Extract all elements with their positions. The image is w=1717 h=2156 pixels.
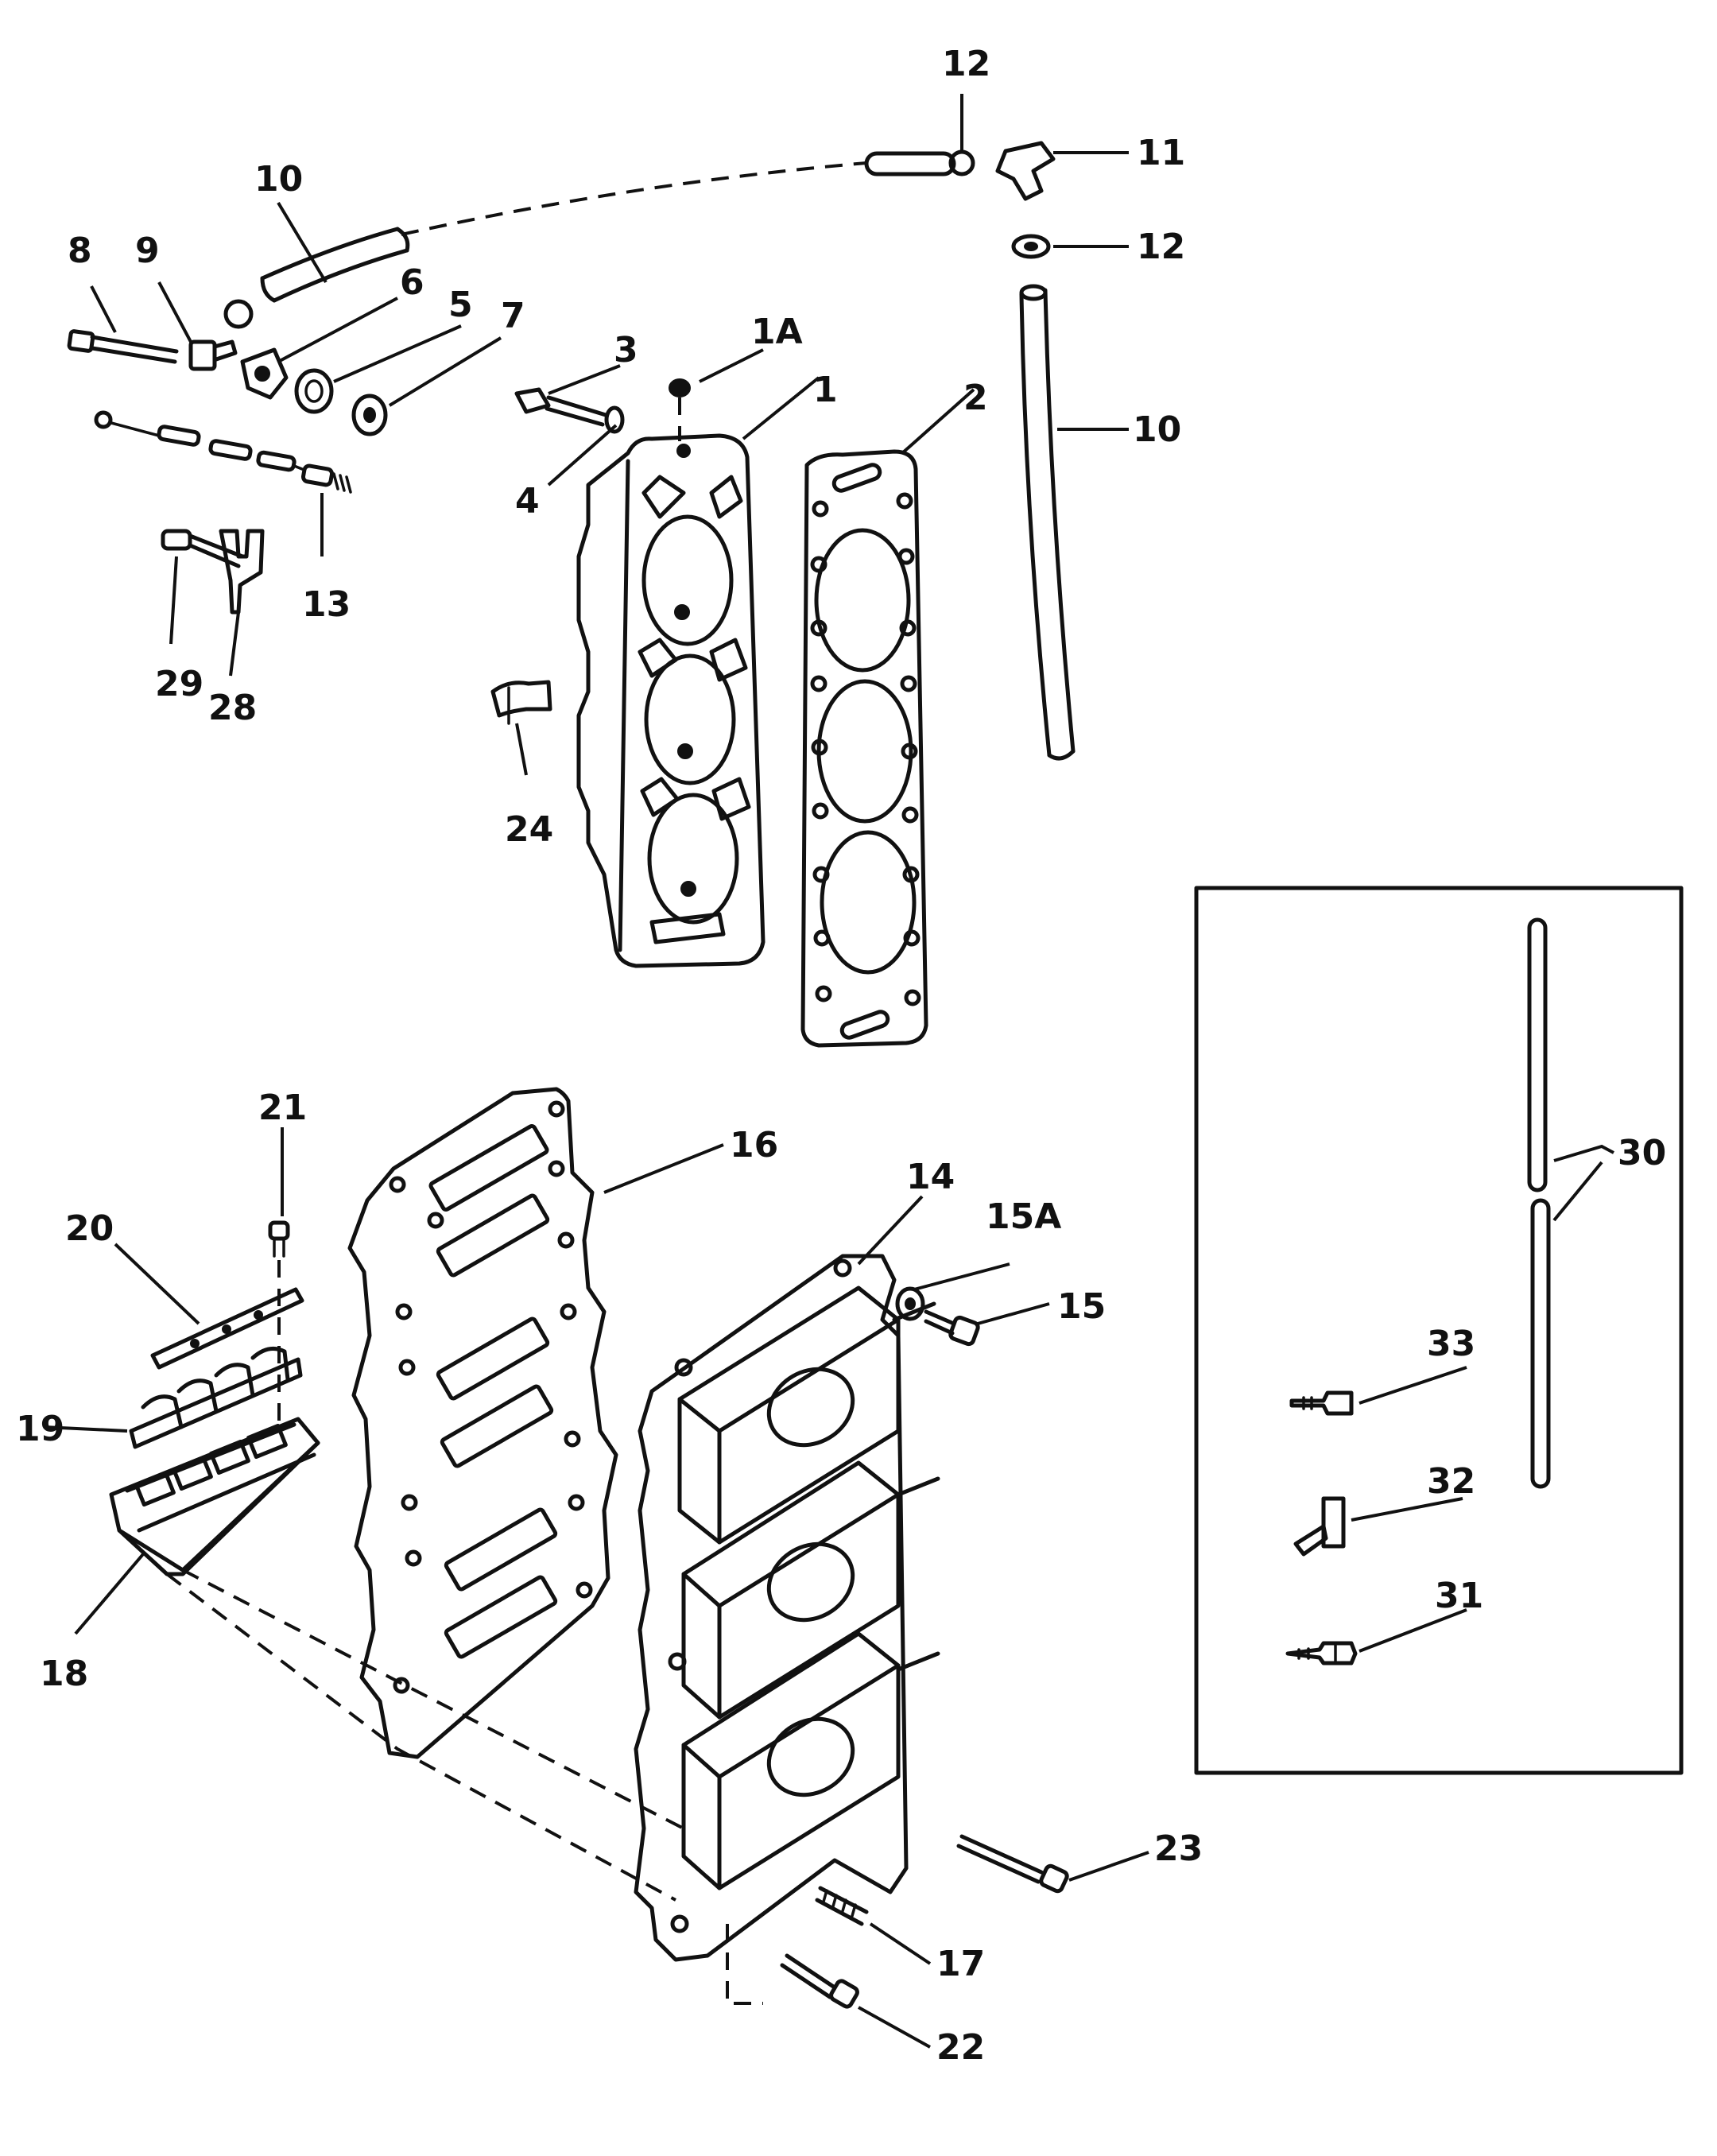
fitting-33-part (1289, 1390, 1354, 1416)
hose-piece-part (864, 151, 956, 176)
stop-plate-20-part (150, 1287, 304, 1370)
screw-29-part (161, 529, 245, 568)
callout-22: 22 (936, 2027, 985, 2068)
callout-3: 3 (614, 330, 638, 370)
callout-23: 23 (1154, 1828, 1203, 1869)
head-gasket-part (800, 449, 928, 1048)
rod-30-lower-part (1530, 1198, 1551, 1489)
callout-20: 20 (65, 1208, 114, 1249)
leader-lines (43, 94, 1614, 2049)
screw-21-part (268, 1220, 290, 1431)
short-hose-part (260, 227, 410, 303)
nut-5-part (294, 368, 334, 414)
callout-29: 29 (155, 664, 203, 704)
washer-15a-part (895, 1286, 925, 1321)
plug-1a-part (669, 378, 691, 441)
callout-10-left: 10 (254, 159, 303, 200)
grommet-part (240, 347, 289, 400)
callout-9: 9 (135, 231, 160, 271)
hose-route-dashline (401, 161, 867, 236)
fitting-31-part (1285, 1641, 1358, 1665)
long-hose-part (1019, 284, 1076, 761)
callout-16: 16 (730, 1125, 778, 1165)
washer-7-part (351, 394, 388, 436)
callout-33: 33 (1427, 1324, 1475, 1364)
callout-6: 6 (400, 262, 424, 303)
callout-7: 7 (501, 296, 525, 336)
callout-2: 2 (963, 378, 988, 418)
callout-13: 13 (302, 584, 351, 625)
reed-petals-19-part (129, 1346, 303, 1449)
callout-12-top: 12 (942, 44, 990, 84)
clip-24-part (490, 680, 552, 725)
bracket-28-part (219, 529, 265, 615)
reed-block-18-part (109, 1417, 320, 1576)
callout-5: 5 (448, 285, 473, 325)
rod-30-upper-part (1527, 917, 1548, 1192)
bolt-15-part (924, 1309, 980, 1347)
callout-labels: 12 11 12 10 10 8 9 6 5 7 3 1A 1 2 4 13 2… (16, 44, 1666, 2068)
inset-box (1194, 886, 1684, 1775)
bolt-22-part (726, 1924, 859, 2009)
intake-manifold-part (634, 1254, 940, 1962)
clamp-6-part (223, 299, 254, 329)
callout-24: 24 (505, 809, 553, 850)
callout-19: 19 (16, 1409, 64, 1449)
callout-30: 30 (1618, 1133, 1666, 1173)
alignment-dashline-a (182, 1569, 684, 1830)
callout-18: 18 (40, 1654, 88, 1694)
callout-31: 31 (1435, 1576, 1483, 1616)
callout-4: 4 (515, 481, 540, 522)
cable-13-part (94, 410, 352, 494)
intake-gasket-part (347, 1087, 618, 1759)
callout-32: 32 (1427, 1461, 1475, 1502)
callout-17: 17 (936, 1944, 985, 1984)
clamp-top-part (948, 149, 975, 176)
callout-11: 11 (1137, 133, 1185, 173)
alignment-dashline-b (165, 1572, 676, 1902)
washer-4-part (604, 405, 625, 434)
callout-1a: 1A (751, 312, 803, 352)
callout-1: 1 (813, 370, 838, 410)
callout-28: 28 (208, 688, 257, 728)
fitting-9-part (188, 339, 238, 371)
bolt-8-part (67, 329, 179, 364)
callout-12-lower: 12 (1137, 227, 1185, 267)
callout-15a: 15A (986, 1196, 1061, 1237)
callout-21: 21 (258, 1088, 307, 1128)
callout-8: 8 (68, 231, 92, 271)
fitting-32-part (1293, 1496, 1346, 1557)
callout-14: 14 (906, 1157, 955, 1197)
bolt-3-part (514, 387, 608, 427)
bolt-23-part (956, 1834, 1069, 1894)
elbow-fitting-part (995, 141, 1056, 201)
cylinder-head-part (576, 433, 765, 968)
callout-10-right: 10 (1133, 409, 1181, 450)
clamp-lower-part (1011, 234, 1051, 259)
callout-15: 15 (1057, 1286, 1106, 1327)
stud-17-part (815, 1886, 869, 1926)
